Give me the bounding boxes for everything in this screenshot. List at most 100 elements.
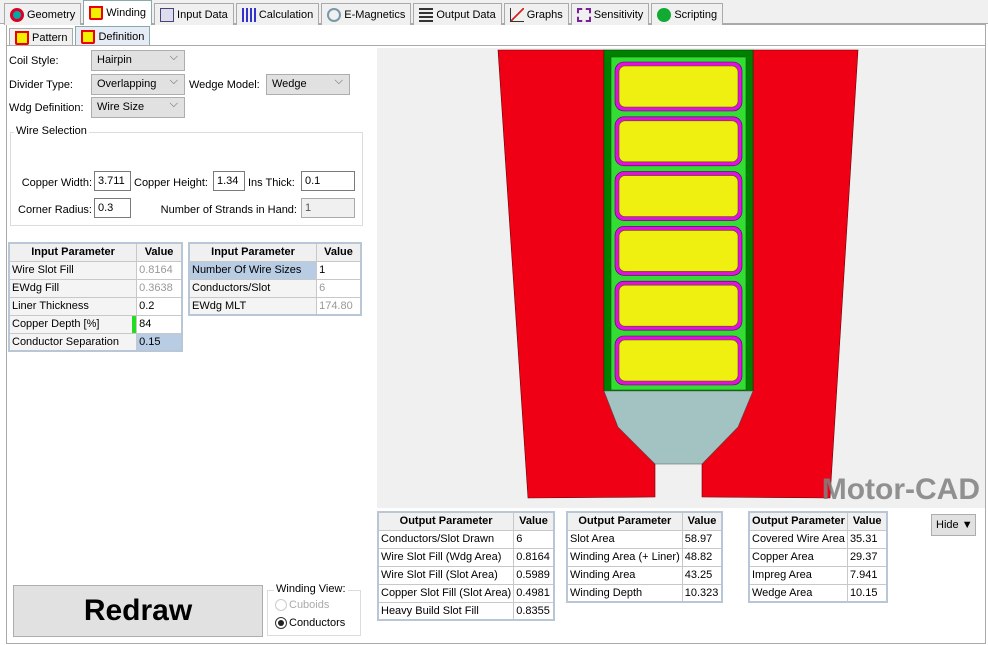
column-header: Output Parameter [377, 511, 515, 531]
tab-label: Winding [106, 7, 147, 19]
parameter-cell: Slot Area [566, 529, 683, 549]
tab-winding[interactable]: Winding [83, 0, 153, 25]
wedge-model-label: Wedge Model: [189, 79, 260, 91]
value-cell: 0.5989 [513, 565, 555, 585]
parameter-cell: Number Of Wire Sizes [188, 260, 318, 280]
strands-input[interactable]: 1 [301, 198, 355, 218]
ins-thick-label: Ins Thick: [248, 177, 295, 189]
parameter-cell: Conductor Separation [8, 332, 138, 352]
column-header: Value [136, 242, 183, 262]
corner-radius-input[interactable]: 0.3 [94, 198, 131, 218]
conductor-copper [618, 175, 739, 217]
subtab-pattern[interactable]: Pattern [9, 28, 74, 46]
tab-geometry[interactable]: Geometry [4, 3, 82, 25]
copper-height-input[interactable]: 1.34 [213, 171, 245, 191]
conductor-copper [618, 230, 739, 272]
triangle-down-icon: ▼ [961, 519, 973, 531]
value-cell: 0.8355 [513, 601, 555, 621]
parameter-cell: Wire Slot Fill (Slot Area) [377, 565, 515, 585]
scripting-icon [657, 7, 672, 22]
wdg-definition-label: Wdg Definition: [9, 102, 84, 114]
slot-drawing: Motor-CAD [497, 49, 980, 506]
radio-conductors[interactable]: Conductors [275, 617, 345, 629]
sensitivity-icon [576, 7, 591, 22]
value-cell[interactable]: 84 [136, 314, 183, 334]
divider-type-select[interactable]: Overlapping [91, 74, 185, 95]
table-row: Copper Slot Fill (Slot Area)0.4981 [377, 583, 555, 603]
parameter-cell: Winding Area (+ Liner) [566, 547, 683, 567]
e-magnetics-icon [327, 7, 342, 22]
wedge-model-select[interactable]: Wedge [266, 74, 350, 95]
copper-width-label: Copper Width: [21, 177, 92, 189]
divider-type-label: Divider Type: [9, 79, 73, 91]
radio-label: Conductors [289, 617, 346, 629]
value-cell: 48.82 [681, 547, 723, 567]
copper-height-label: Copper Height: [134, 177, 208, 189]
tab-output-data[interactable]: Output Data [413, 3, 502, 25]
hide-button[interactable]: Hide ▼ [931, 514, 976, 536]
coil-style-select[interactable]: Hairpin [91, 50, 185, 71]
radio-cuboids[interactable]: Cuboids [275, 599, 329, 611]
value-cell: 0.8164 [513, 547, 555, 567]
parameter-cell: Winding Area [566, 565, 683, 585]
table-row: Copper Depth [%]84 [8, 314, 183, 334]
table-row: Wire Slot Fill (Wdg Area)0.8164 [377, 547, 555, 567]
parameter-cell: Heavy Build Slot Fill [377, 601, 515, 621]
table-row: Winding Area (+ Liner)48.82 [566, 547, 723, 567]
tab-label: Geometry [27, 8, 76, 21]
impregnation-area [610, 56, 747, 391]
conductor-copper [618, 120, 739, 163]
tab-label: Calculation [258, 8, 314, 21]
redraw-button[interactable]: Redraw [13, 585, 263, 637]
value-cell: 6 [316, 278, 362, 298]
hide-label: Hide [936, 519, 959, 531]
value-cell[interactable]: 1 [316, 260, 362, 280]
value-cell[interactable]: 0.2 [136, 296, 183, 316]
wire-selection-group [10, 132, 363, 226]
tab-sensitivity[interactable]: Sensitivity [570, 3, 650, 25]
table-row: Wire Slot Fill (Slot Area)0.5989 [377, 565, 555, 585]
parameter-cell: Wire Slot Fill [8, 260, 138, 280]
parameter-cell: Copper Area [748, 547, 848, 567]
value-cell[interactable]: 0.15 [136, 332, 183, 352]
winding-icon [89, 6, 104, 20]
parameter-cell: EWdg MLT [188, 296, 318, 316]
tab-calculation[interactable]: Calculation [235, 3, 320, 25]
conductor-copper [618, 65, 739, 108]
value-cell: 174.80 [316, 296, 362, 316]
parameter-cell: Winding Depth [566, 583, 683, 603]
coil-style-label: Coil Style: [9, 55, 59, 67]
tab-input-data[interactable]: Input Data [154, 3, 234, 25]
value-cell: 0.3638 [136, 278, 183, 298]
output-data-icon [419, 7, 434, 22]
parameter-cell: Conductors/Slot [188, 278, 318, 298]
parameter-cell: Conductors/Slot Drawn [377, 529, 515, 549]
tab-graphs[interactable]: Graphs [503, 3, 569, 25]
copper-width-input[interactable]: 3.711 [94, 171, 131, 191]
winding-icon [15, 30, 29, 45]
column-header: Output Parameter [566, 511, 683, 531]
wdg-definition-select[interactable]: Wire Size [91, 97, 185, 118]
tab-label: E-Magnetics [344, 8, 406, 21]
tab-scripting[interactable]: Scripting [651, 3, 724, 25]
tab-e-magnetics[interactable]: E-Magnetics [321, 3, 412, 25]
parameter-cell: Copper Depth [%] [8, 314, 138, 334]
slot-wedge [603, 390, 754, 465]
subtab-definition[interactable]: Definition [75, 26, 151, 46]
ins-thick-input[interactable]: 0.1 [301, 171, 355, 191]
parameter-cell: Wedge Area [748, 583, 848, 603]
